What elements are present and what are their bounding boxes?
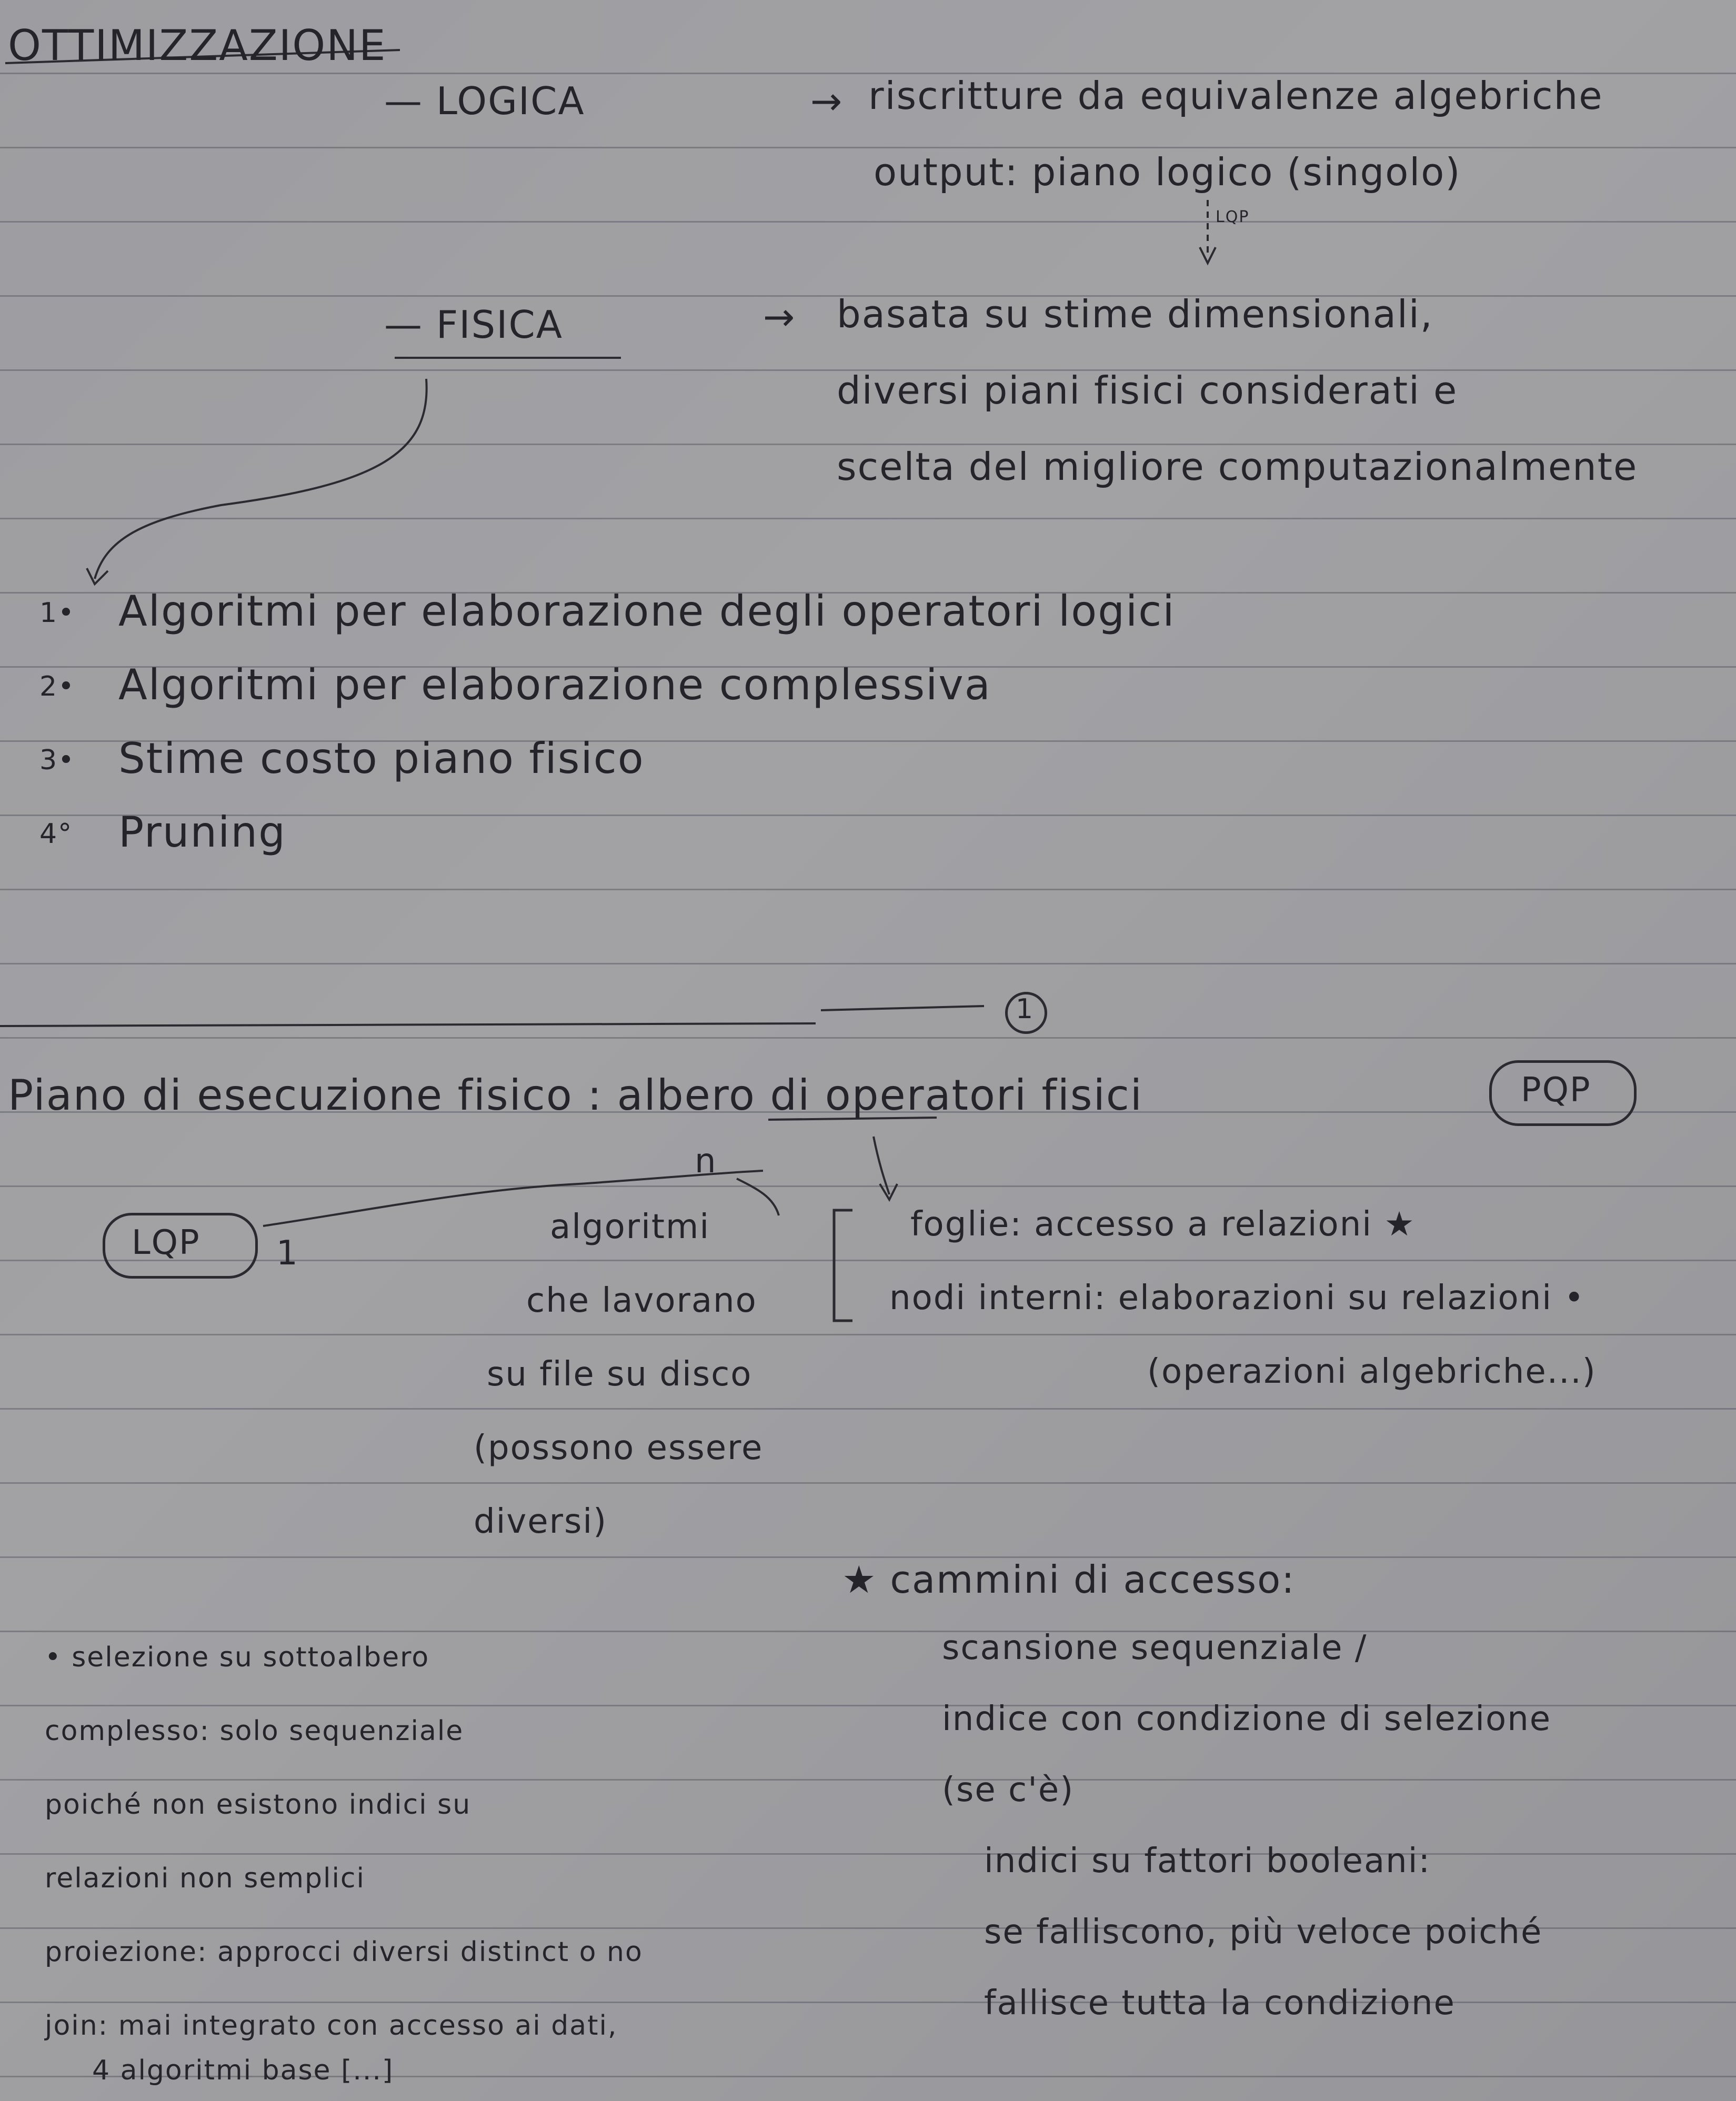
fisica-line-2: diversi piani fisici considerati e <box>837 368 1458 413</box>
logica-line-2: output: piano logico (singolo) <box>874 150 1461 194</box>
cammini-line-1: scansione sequenziale / <box>942 1628 1368 1667</box>
operazioni-line: (operazioni algebriche...) <box>1147 1352 1597 1391</box>
algoritmi-line-4: (possono essere <box>474 1429 764 1467</box>
one-label: 1 <box>276 1234 299 1273</box>
pqp-label: PQP <box>1521 1071 1591 1110</box>
list-item-2: Algoritmi per elaborazione complessiva <box>118 660 991 709</box>
logica-label: — LOGICA <box>384 79 585 123</box>
selezione-line-3: poiché non esistono indici su <box>45 1789 471 1821</box>
fisica-line-1: basata su stime dimensionali, <box>837 292 1433 336</box>
list-number-1: 1• <box>39 597 75 629</box>
logica-arrow: → <box>810 79 844 123</box>
list-number-4: 4° <box>39 818 73 850</box>
pqp-bubble <box>1489 1060 1637 1126</box>
list-number-3: 3• <box>39 745 75 776</box>
foglie-line: foglie: accesso a relazioni ★ <box>910 1205 1416 1244</box>
cammini-title: ★ cammini di accesso: <box>842 1557 1296 1602</box>
list-item-1: Algoritmi per elaborazione degli operato… <box>118 587 1176 636</box>
list-number-2: 2• <box>39 671 75 702</box>
fisica-label: — FISICA <box>384 303 563 347</box>
selezione-line-7: 4 algoritmi base [...] <box>92 2055 394 2086</box>
selezione-line-1: • selezione su sottoalbero <box>45 1642 430 1673</box>
nodi-interni-line: nodi interni: elaborazioni su relazioni … <box>889 1279 1586 1318</box>
selezione-line-2: complesso: solo sequenziale <box>45 1715 464 1747</box>
page-number: 1 <box>1016 993 1035 1025</box>
list-item-4: Pruning <box>118 808 286 857</box>
selezione-line-6: join: mai integrato con accesso ai dati, <box>45 2010 618 2042</box>
algoritmi-line-5: diversi) <box>474 1502 608 1541</box>
page-title: OTTIMIZZAZIONE <box>8 21 387 70</box>
page-number-circle <box>1005 992 1047 1034</box>
selezione-line-5: proiezione: approcci diversi distinct o … <box>45 1936 643 1968</box>
algoritmi-line-1: algoritmi <box>550 1208 710 1246</box>
logica-line-1: riscritture da equivalenze algebriche <box>868 74 1603 118</box>
piano-heading: Piano di esecuzione fisico : albero di o… <box>8 1071 1143 1120</box>
selezione-line-4: relazioni non semplici <box>45 1863 365 1894</box>
cammini-line-6: fallisce tutta la condizione <box>984 1984 1456 2023</box>
algoritmi-line-3: su file su disco <box>487 1355 752 1394</box>
fisica-line-3: scelta del migliore computazionalmente <box>837 445 1638 489</box>
cammini-line-4: indici su fattori booleani: <box>984 1842 1431 1881</box>
lqp-label: LQP <box>132 1223 200 1262</box>
lqp-tag: LQP <box>1216 208 1250 226</box>
cammini-line-2: indice con condizione di selezione <box>942 1700 1552 1738</box>
lqp-bubble <box>103 1213 258 1279</box>
cammini-line-3: (se c'è) <box>942 1771 1075 1810</box>
cammini-line-5: se falliscono, più veloce poiché <box>984 1913 1543 1952</box>
n-label: n <box>695 1142 717 1181</box>
fisica-arrow: → <box>763 295 796 339</box>
list-item-3: Stime costo piano fisico <box>118 734 645 783</box>
algoritmi-line-2: che lavorano <box>526 1281 757 1320</box>
